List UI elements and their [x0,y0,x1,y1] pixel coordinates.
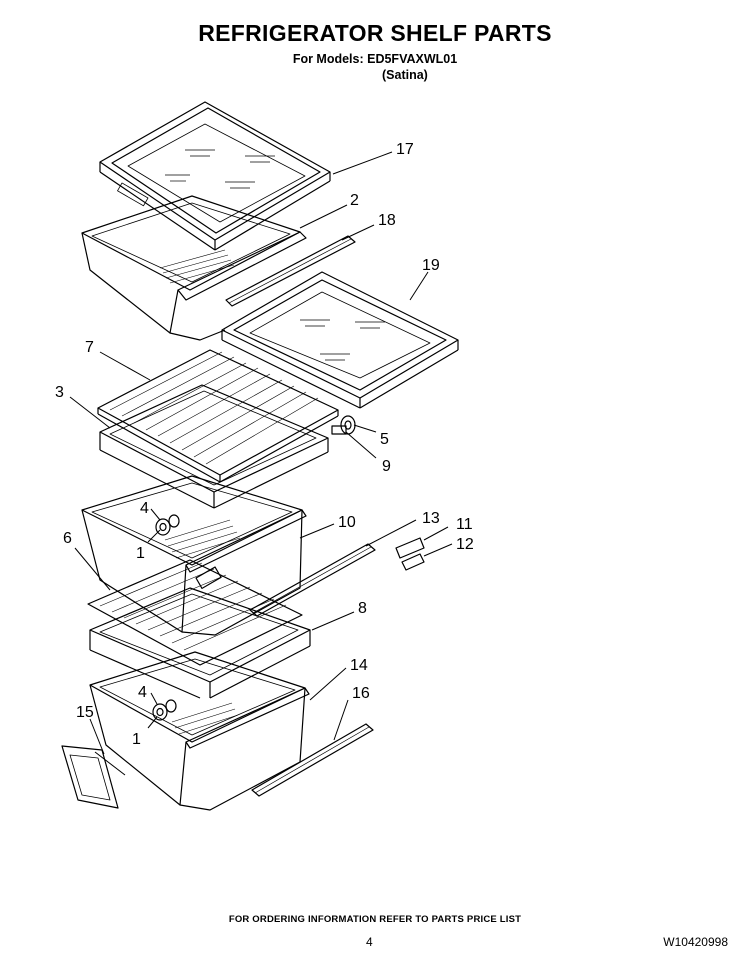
callout-7: 7 [85,339,94,356]
part-7-crisper-cover [97,349,339,483]
callout-2: 2 [350,192,359,209]
part-17-top-shelf [99,101,331,251]
variant-line: (Satina) [382,68,428,82]
part-14-crisper-pan [89,651,310,811]
upper-pan [81,195,307,341]
callout-10: 10 [338,514,356,531]
callout-1-lower: 1 [132,731,141,748]
callout-16: 16 [352,685,370,702]
models-line: For Models: ED5FVAXWL01 [292,52,458,66]
callout-4-upper: 4 [140,500,149,517]
part-13-rail [249,543,376,617]
document-number: W10420998 [663,935,728,949]
part-15-label [61,745,119,809]
callout-3: 3 [55,384,64,401]
part-11-12-brackets [395,537,425,571]
callout-13: 13 [422,510,440,527]
callout-6: 6 [63,530,72,547]
page-number: 4 [366,935,373,949]
callout-1-upper: 1 [136,545,145,562]
callout-9: 9 [382,458,391,475]
page-title: REFRIGERATOR SHELF PARTS [198,20,552,46]
ordering-note: FOR ORDERING INFORMATION REFER TO PARTS … [228,914,522,925]
part-5-9-roller [331,415,356,435]
callout-8: 8 [358,600,367,617]
leader-lines [69,151,453,776]
part-18-rail [225,235,356,307]
callout-labels: 17 2 18 19 7 3 5 9 4 1 10 13 11 12 6 8 1… [55,141,474,748]
part-6-lower-cover [87,559,303,666]
callout-18: 18 [378,212,396,229]
callout-14: 14 [350,657,368,674]
callout-15: 15 [76,704,94,721]
part-16-rail [251,723,374,797]
callout-19: 19 [422,257,440,274]
callout-12: 12 [456,536,474,553]
part-10-crisper-pan [81,475,307,636]
callout-17: 17 [396,141,414,158]
part-8-lower-frame [89,587,311,699]
part-3-cover-frame [99,384,329,509]
callout-4-lower: 4 [138,684,147,701]
callout-11: 11 [456,516,473,533]
part-19-shelf [221,271,459,409]
callout-5: 5 [380,431,389,448]
